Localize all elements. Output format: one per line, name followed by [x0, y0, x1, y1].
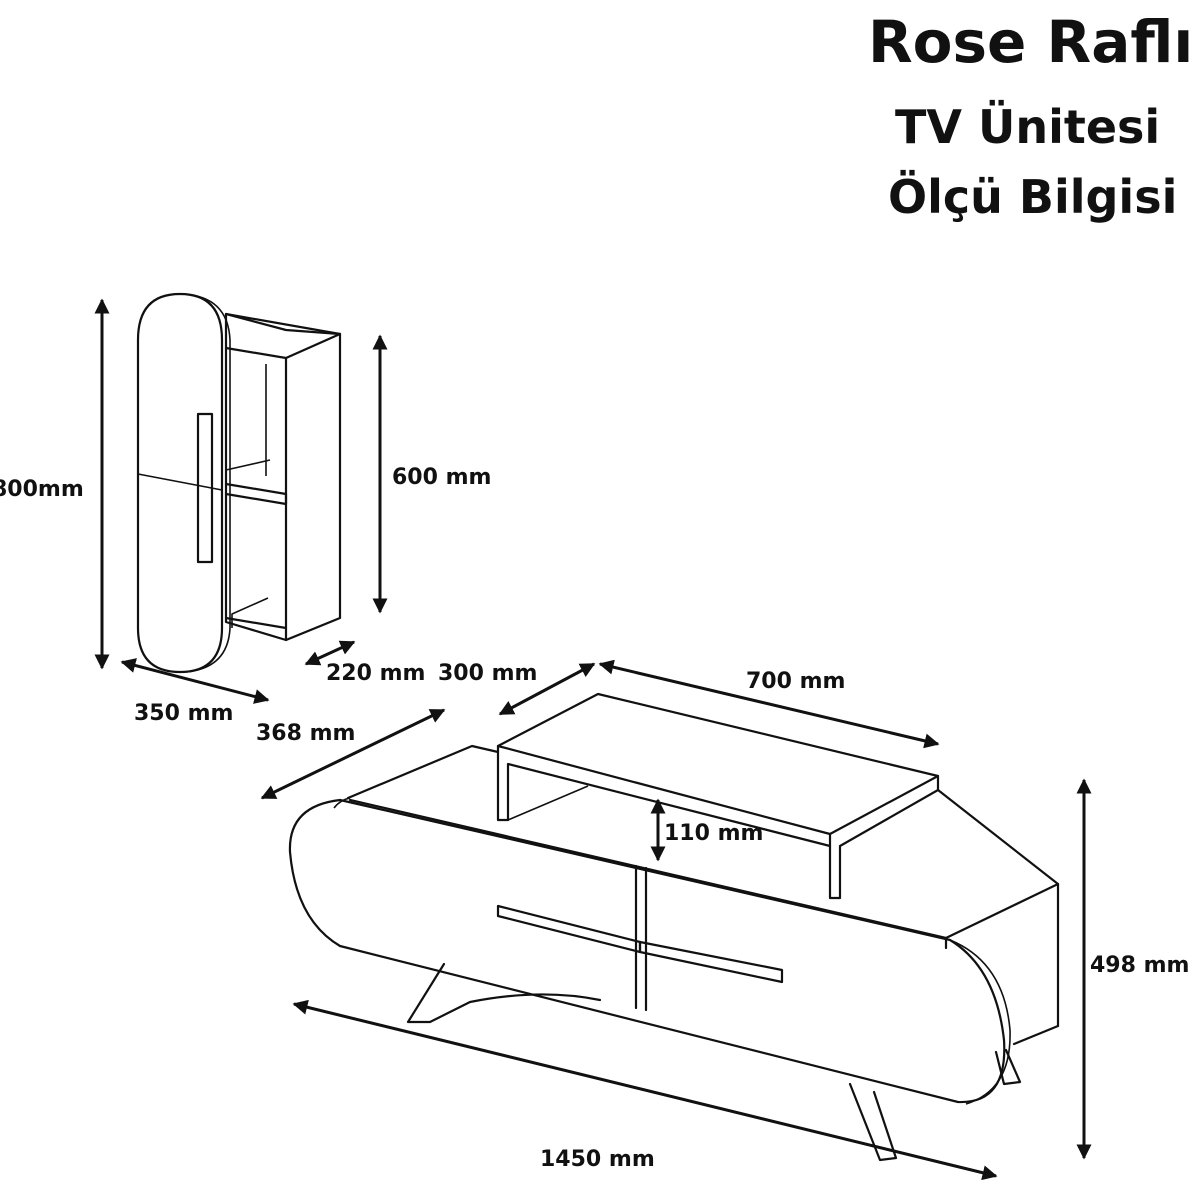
label-top-width: 700 mm — [746, 669, 845, 694]
tv-top-shelf — [496, 692, 940, 836]
shelf-depth-arrow — [304, 640, 356, 666]
label-top-gap: 110 mm — [664, 821, 763, 846]
label-shelf-depth: 220 mm — [326, 661, 425, 686]
label-shelf-width: 350 mm — [134, 701, 233, 726]
left-door-handle — [496, 904, 642, 954]
stand-depth-arrow — [498, 662, 596, 716]
back-right-leg — [994, 1048, 1022, 1086]
label-unit-depth: 368 mm — [256, 721, 355, 746]
unit-depth-arrow — [260, 708, 446, 800]
tv-unit — [288, 692, 1060, 1162]
wall-shelf — [136, 292, 342, 674]
label-shelf-height: 800mm — [0, 477, 84, 502]
product-subtitle: TV Ünitesi — [895, 100, 1161, 154]
product-title: Rose Raflı — [868, 8, 1194, 76]
shelf-carcass — [224, 312, 342, 642]
right-door-handle — [638, 940, 784, 984]
label-shelf-body-height: 600 mm — [392, 465, 491, 490]
label-stand-depth: 300 mm — [438, 661, 537, 686]
tv-unit-front — [288, 798, 1006, 1104]
middle-shelf-board — [224, 482, 288, 506]
left-leg — [406, 962, 602, 1024]
shelf-door — [136, 292, 224, 674]
label-unit-height: 498 mm — [1090, 953, 1189, 978]
measurement-heading: Ölçü Bilgisi — [888, 170, 1178, 224]
shelf-door-handle — [196, 412, 214, 564]
unit-width-arrow — [292, 999, 998, 1181]
label-unit-width: 1450 mm — [540, 1147, 655, 1172]
door-split-line — [137, 473, 223, 491]
top-width-arrow — [598, 659, 940, 749]
shelf-width-arrow — [120, 658, 270, 704]
